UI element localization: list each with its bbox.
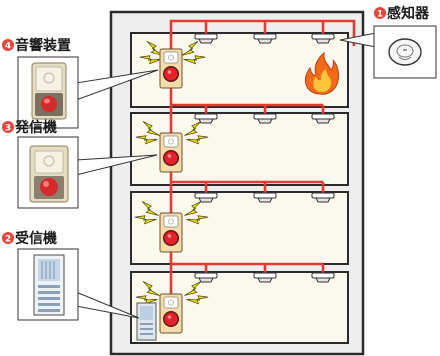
label-detector: 1 感知器 [374, 5, 430, 22]
callout-receiver [17, 248, 79, 321]
label-text: 感知器 [387, 5, 430, 22]
label-text: 発信機 [14, 119, 57, 136]
smoke-detector-icon [388, 38, 422, 66]
push-button-icon [159, 293, 183, 334]
number-badge [2, 121, 14, 133]
badge-number: 4 [5, 42, 11, 52]
fire-icon [304, 51, 339, 95]
badge-number: 3 [5, 124, 11, 134]
receiver-panel-icon [136, 302, 157, 341]
label-text: 受信機 [15, 230, 57, 247]
push-button-icon [159, 132, 183, 173]
push-button-icon [159, 48, 183, 89]
callout-alarm [17, 56, 79, 129]
badge-number: 2 [5, 235, 11, 245]
label-receiver: 2 受信機 [2, 230, 57, 247]
label-alarm: 4 音響装置 [2, 37, 71, 54]
signal-wiring [169, 19, 356, 330]
label-text: 音響装置 [15, 37, 71, 54]
number-badge [374, 7, 386, 19]
push-button-icon [29, 145, 69, 203]
number-badge [2, 39, 14, 51]
number-badge [2, 232, 14, 244]
receiver-panel-icon [33, 254, 65, 316]
label-transmitter: 3 発信機 [2, 119, 57, 136]
callout-detector [373, 25, 437, 79]
bell-icon [31, 62, 67, 120]
callout-transmitter [17, 136, 79, 209]
badge-number: 1 [377, 10, 383, 20]
push-button-icon [159, 212, 183, 253]
